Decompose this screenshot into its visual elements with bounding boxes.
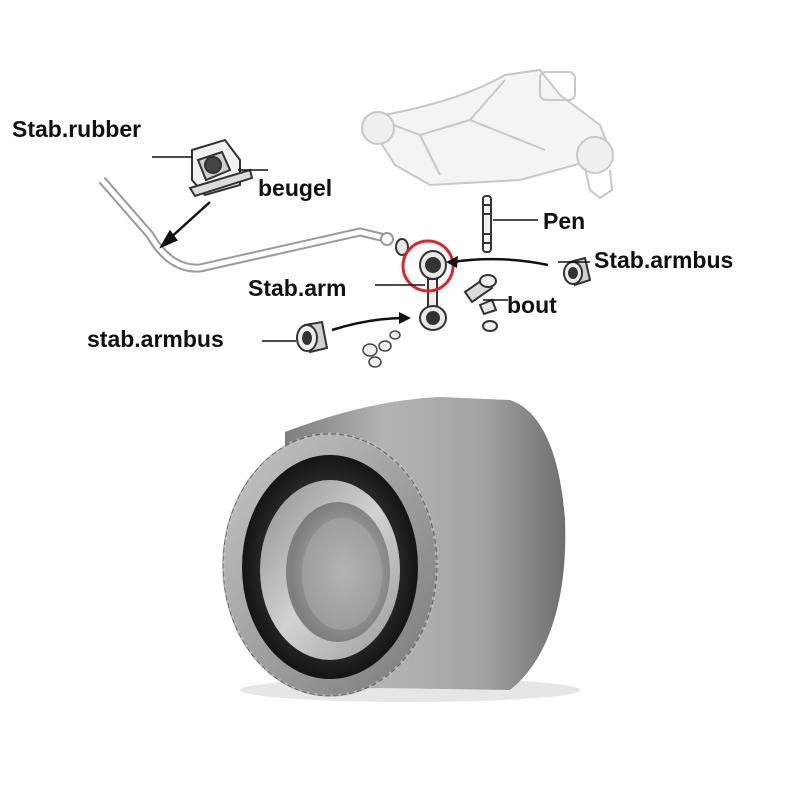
label-stab-rubber: Stab.rubber xyxy=(12,116,142,142)
bout-drawing xyxy=(463,274,498,332)
label-pen: Pen xyxy=(543,208,586,234)
stab-arm-drawing xyxy=(395,238,447,331)
stab-armbus-left-drawing xyxy=(296,320,329,354)
leader-lines xyxy=(152,156,590,342)
armbus-arrow-left xyxy=(331,316,406,332)
stabilizer-bar-drawing xyxy=(98,177,394,273)
label-stab-armbus-left: stab.armbus xyxy=(87,326,224,352)
label-stab-armbus-right: Stab.armbus xyxy=(594,247,734,273)
label-beugel: beugel xyxy=(258,175,333,201)
upper-control-arm-drawing xyxy=(361,68,614,200)
rubber-arrow xyxy=(159,201,211,249)
label-bout: bout xyxy=(507,292,557,318)
armbus-arrow-right-head xyxy=(446,256,458,268)
highlight-circle xyxy=(401,239,455,293)
label-stab-arm: Stab.arm xyxy=(248,275,347,301)
stab-armbus-right-drawing xyxy=(563,256,592,287)
bushing-photo xyxy=(221,397,580,702)
armbus-arrow-right xyxy=(451,257,549,267)
stab-rubber-drawing xyxy=(188,138,254,198)
armbus-arrow-left-head xyxy=(399,312,411,324)
pen-drawing xyxy=(482,195,492,253)
washers-drawing xyxy=(362,330,401,368)
